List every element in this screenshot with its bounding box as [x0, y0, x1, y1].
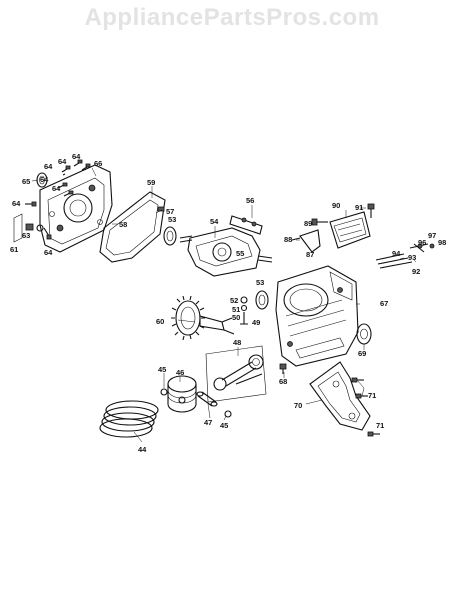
callout-68: 68: [279, 377, 287, 386]
crank-seal: [356, 323, 372, 345]
valve-parts: [240, 296, 248, 325]
watermark-text: AppliancePartsPros.com: [84, 4, 380, 31]
cover-gasket: [99, 191, 166, 263]
callout-44: 44: [138, 445, 147, 454]
callout-55: 55: [236, 249, 244, 258]
callout-90: 90: [332, 201, 340, 210]
callout-94: 94: [392, 249, 401, 258]
callout-51: 51: [232, 305, 240, 314]
bracket-bolts: [351, 377, 380, 437]
callout-71: 71: [368, 391, 376, 400]
bracket-87: [291, 229, 321, 253]
callout-67: 67: [380, 299, 388, 308]
callout-64: 64: [58, 157, 67, 166]
drain-plug: [13, 213, 44, 243]
callout-88: 88: [284, 235, 292, 244]
callout-70: 70: [294, 401, 302, 410]
callout-64: 64: [44, 162, 53, 171]
callout-64: 64: [44, 248, 53, 257]
connecting-rod: [205, 345, 267, 403]
governor-assembly: [229, 215, 263, 235]
callout-45: 45: [158, 365, 166, 374]
callout-64: 64: [72, 152, 81, 161]
callout-52: 52: [230, 296, 238, 305]
bolt-89: [311, 218, 328, 226]
callout-50: 50: [232, 313, 240, 322]
callout-96: 96: [418, 238, 426, 247]
bearing-right: [255, 290, 269, 310]
cylinder-block: [275, 265, 359, 367]
valve-cover-bolt: [367, 203, 375, 218]
callout-48: 48: [233, 338, 241, 347]
leader-lines: [31, 167, 417, 443]
callout-56: 56: [246, 196, 254, 205]
callout-53: 53: [256, 278, 264, 287]
bearing-left: [163, 226, 177, 246]
callout-69: 69: [358, 349, 366, 358]
callout-46: 46: [176, 368, 184, 377]
mounting-bracket: [309, 361, 371, 431]
callout-91: 91: [355, 203, 363, 212]
callout-98: 98: [438, 238, 446, 247]
callout-59: 59: [147, 178, 155, 187]
crankshaft: [179, 227, 273, 277]
callout-61: 61: [10, 245, 18, 254]
piston-pin: [196, 391, 218, 407]
callout-93: 93: [408, 253, 416, 262]
callout-labels: 65 64 64 64 64 64 64 64 66 63 61 59 57 5…: [10, 152, 446, 454]
callout-65: 65: [22, 177, 30, 186]
callout-89: 89: [304, 219, 312, 228]
callout-87: 87: [306, 250, 314, 259]
callout-63: 63: [22, 231, 30, 240]
callout-71: 71: [376, 421, 384, 430]
cover-bolts: [25, 159, 91, 240]
callout-58: 58: [119, 220, 127, 229]
dowel-pin: [157, 206, 165, 212]
crankcase-cover: [39, 164, 113, 253]
callout-57: 57: [166, 207, 174, 216]
piston-clip-lower: [224, 410, 232, 418]
callout-60: 60: [156, 317, 164, 326]
callout-47: 47: [204, 418, 212, 427]
callout-97: 97: [428, 231, 436, 240]
callout-64: 64: [12, 199, 21, 208]
piston-rings: [99, 400, 159, 438]
callout-64: 64: [40, 175, 49, 184]
camshaft-gear: [171, 295, 235, 341]
callout-66: 66: [94, 159, 102, 168]
valve-cover: [329, 211, 371, 249]
drain-plug-68: [279, 363, 287, 374]
callout-45: 45: [220, 421, 228, 430]
callout-92: 92: [412, 267, 420, 276]
pushrods: [375, 243, 435, 269]
callout-53: 53: [168, 215, 176, 224]
callout-49: 49: [252, 318, 260, 327]
piston-clip-upper: [160, 388, 168, 396]
piston: [167, 375, 197, 413]
callout-54: 54: [210, 217, 219, 226]
callout-64: 64: [52, 184, 61, 193]
